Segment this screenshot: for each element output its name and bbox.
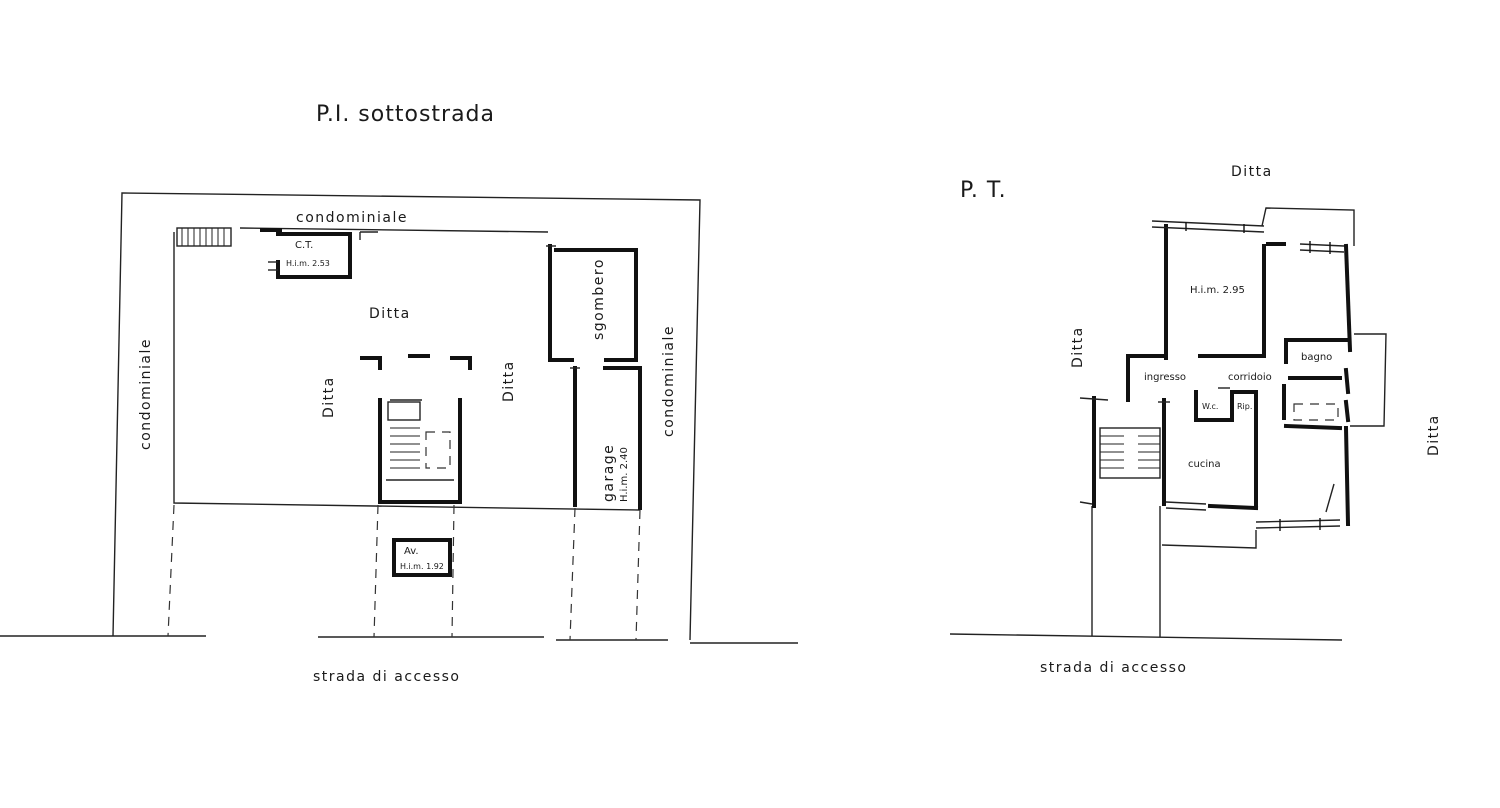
balcony-outline <box>1350 333 1387 427</box>
basement-external-stair <box>176 227 232 247</box>
projection-line <box>451 504 455 638</box>
main-room-height: H.i.m. 2.95 <box>1190 285 1245 296</box>
entrance-corridor: ingresso corridoio <box>1126 354 1286 420</box>
projection-line <box>373 504 379 638</box>
right-rooms: bagno <box>1266 241 1353 431</box>
basement-street-label: strada di accesso <box>313 669 461 685</box>
ct-room: C.T. H.i.m. 2.53 <box>260 228 378 279</box>
av-room-label: Av. <box>404 546 419 557</box>
ground-floor-plan: P. T. Ditta Ditta Ditta strada di access… <box>949 164 1442 676</box>
basement-left-neighbor: condominiale <box>138 338 154 450</box>
basement-stair-left-label: Ditta <box>321 376 337 418</box>
garage-room-label: garage <box>601 444 617 502</box>
ground-stair <box>1079 396 1161 508</box>
storage-label: Rip. <box>1237 402 1252 411</box>
ground-left-neighbor: Ditta <box>1070 326 1086 368</box>
main-room: H.i.m. 2.95 <box>1151 220 1266 360</box>
ground-plan-title: P. T. <box>960 178 1007 203</box>
basement-top-neighbor: condominiale <box>296 210 408 226</box>
av-room: Av. H.i.m. 1.92 <box>392 538 452 577</box>
ground-top-neighbor: Ditta <box>1231 164 1273 180</box>
basement-plan-title: P.I. sottostrada <box>316 102 495 127</box>
basement-plan: P.I. sottostrada <box>0 102 798 685</box>
entrance-label: ingresso <box>1144 372 1186 383</box>
basement-boundary <box>112 192 701 641</box>
basement-top-wall <box>239 227 549 233</box>
basement-right-neighbor: condominiale <box>661 325 677 437</box>
storage-garage-block: sgombero garage H.i.m. 2.40 <box>546 244 642 510</box>
corridor-label: corridoio <box>1228 372 1272 383</box>
wc-storage-block: W.c. Rip. <box>1194 387 1258 422</box>
ground-street-line <box>949 633 1343 641</box>
garage-room-height: H.i.m. 2.40 <box>619 447 630 502</box>
ct-room-height: H.i.m. 2.53 <box>286 259 330 268</box>
av-room-height: H.i.m. 1.92 <box>400 562 444 571</box>
kitchen-label: cucina <box>1188 459 1221 470</box>
wc-label: W.c. <box>1202 402 1218 411</box>
projection-line <box>569 507 576 641</box>
projection-line <box>167 504 175 637</box>
basement-stair-right-label: Ditta <box>501 360 517 402</box>
storage-room-label: sgombero <box>591 258 607 340</box>
ct-room-label: C.T. <box>295 240 313 251</box>
ground-right-neighbor: Ditta <box>1426 414 1442 456</box>
bathroom-label: bagno <box>1301 352 1332 363</box>
porch-outline <box>1161 530 1257 549</box>
basement-perimeter <box>173 232 641 511</box>
bottom-right-room <box>1255 425 1351 531</box>
projection-line <box>635 509 641 641</box>
kitchen: cucina <box>1158 398 1259 511</box>
terrace-outline <box>1261 207 1355 246</box>
basement-main-space: Ditta <box>369 306 411 322</box>
basement-stair-core <box>360 354 472 504</box>
ground-street-label: strada di accesso <box>1040 660 1188 676</box>
